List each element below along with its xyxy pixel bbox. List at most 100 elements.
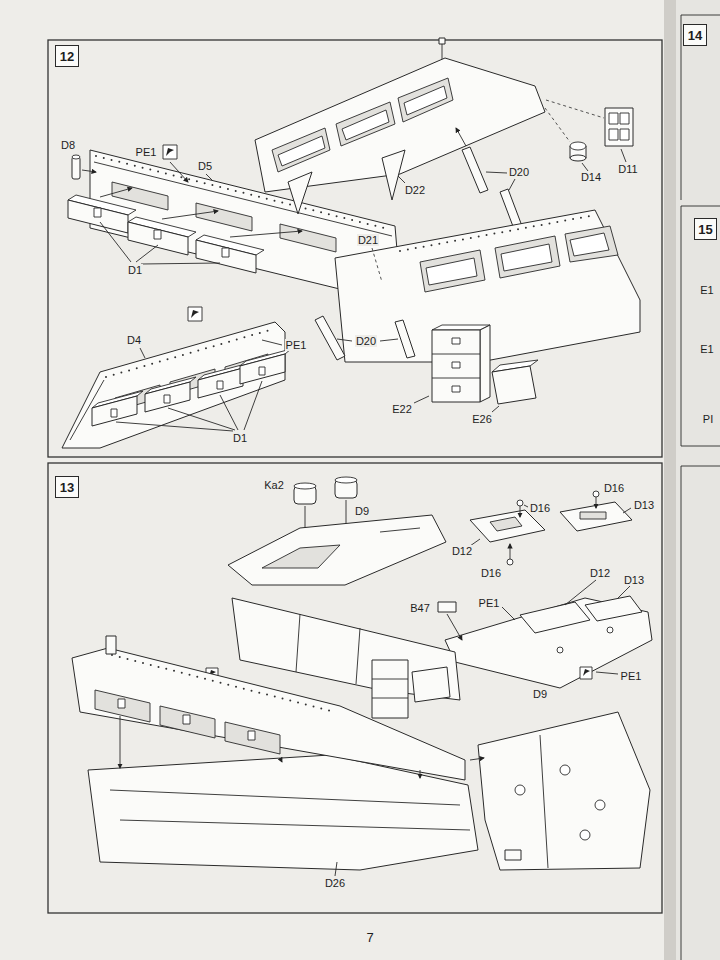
- part-d14-part: [570, 155, 586, 161]
- storage-box-d1-part: [141, 263, 220, 264]
- storage-box-d1-part: [198, 368, 243, 398]
- part-d11-part: [546, 100, 604, 118]
- part-callout: E26: [471, 413, 493, 425]
- rear-plate-part: [540, 735, 548, 868]
- part-callout: D20: [508, 166, 530, 178]
- hatch-plate-d12-part: [524, 505, 528, 507]
- part-d11-part: [620, 129, 629, 140]
- drawer-stack-e22-part: [414, 396, 429, 403]
- part-d14-part: [570, 142, 586, 150]
- storage-box-d1-part: [111, 409, 117, 417]
- storage-box-d1-part: [136, 245, 158, 262]
- step-number: 12: [60, 49, 74, 64]
- hull-side-d22-part: [398, 176, 405, 183]
- photo-etch-icon-part: [262, 340, 282, 345]
- rear-plate-part: [515, 785, 525, 795]
- hull-assembly-part: [95, 690, 150, 722]
- storage-box-d1-part: [94, 208, 101, 217]
- hatch-plate-d13-part: [593, 491, 599, 497]
- support-bar-d20-part: [380, 339, 398, 341]
- part-callout: D12: [451, 545, 473, 557]
- drawer-stack-e22-part: [432, 378, 480, 379]
- part-callout: D12: [589, 567, 611, 579]
- support-bar-d20-part: [337, 339, 352, 341]
- part-callout: PI: [702, 413, 714, 425]
- step-number-box: 14: [683, 24, 707, 46]
- hull-assembly-part: [356, 628, 360, 684]
- storage-box-d1-part: [230, 231, 302, 237]
- step-frame-part: [48, 463, 662, 913]
- hull-assembly-part: [280, 758, 282, 762]
- roof-plate-d9-part: [228, 515, 446, 585]
- hull-assembly-part: [412, 667, 450, 702]
- part-callout: E1: [699, 284, 714, 296]
- roof-assembly-d9-part: [565, 580, 596, 605]
- support-bar-d20: [315, 316, 415, 360]
- roof-assembly-d9-part: [585, 596, 642, 621]
- hatch-plate-d12-part: [470, 510, 545, 542]
- support-bar-d20-part: [486, 172, 507, 173]
- part-callout: PE1: [135, 146, 158, 158]
- roof-assembly-d9-part: [607, 627, 613, 633]
- part-callout: E22: [391, 403, 413, 415]
- drawer-stack-e22-part: [452, 362, 460, 368]
- part-d11-part: [609, 113, 618, 124]
- hull-assembly-part: [120, 716, 121, 768]
- part-callout: B47: [409, 602, 431, 614]
- part-callout: D13: [633, 499, 655, 511]
- part-callout: D4: [126, 334, 142, 346]
- hull-assembly-part: [225, 722, 280, 754]
- step-frame: [48, 40, 662, 913]
- hull-assembly-part: [120, 820, 470, 830]
- rear-plate-part: [470, 758, 484, 760]
- storage-box-d1-part: [154, 230, 161, 239]
- part-d8: [72, 155, 96, 179]
- storage-box-d1-part: [217, 381, 223, 389]
- roof-plate-d9-part: [294, 483, 316, 489]
- support-bar-d20-part: [500, 189, 522, 229]
- part-d11-part: [609, 129, 618, 140]
- hatch-plate-d12-part: [520, 506, 521, 517]
- part-callout: D16: [603, 482, 625, 494]
- drawer-stack-e22-part: [432, 354, 480, 355]
- hatch-plate-d12-part: [490, 517, 522, 531]
- drawer-stack-e22-part: [480, 325, 490, 402]
- storage-box-d1-part: [222, 248, 229, 257]
- hull-side-d21-part: [570, 233, 609, 256]
- part-callout: D8: [60, 139, 76, 151]
- part-d11-part: [620, 113, 629, 124]
- roof-assembly-d9-part: [438, 602, 456, 612]
- box-e26: [492, 360, 538, 412]
- part-callout: D1: [127, 264, 143, 276]
- support-bar-d20-part: [315, 316, 345, 360]
- drawer-stack-e22: [414, 325, 490, 403]
- hull-assembly-part: [72, 648, 465, 780]
- hatch-plate-d13: [560, 491, 632, 531]
- paper-part: [681, 15, 720, 960]
- hull-assembly-part: [372, 679, 408, 680]
- step-number-box: 13: [55, 476, 79, 498]
- hull-assembly-part: [106, 636, 116, 654]
- storage-box-d1-part: [240, 354, 285, 384]
- rear-plate-part: [595, 800, 605, 810]
- storage-box-d1: [92, 349, 291, 431]
- part-d8-part: [72, 155, 80, 159]
- rear-plate: [470, 712, 650, 870]
- box-e26-part: [492, 406, 499, 412]
- part-d14: [545, 108, 588, 171]
- hull-assembly-part: [110, 790, 460, 805]
- storage-box-d1-part: [168, 408, 235, 430]
- part-callout: D9: [354, 505, 370, 517]
- roof-assembly-d9: [438, 580, 652, 688]
- drawer-stack-e22-part: [432, 330, 480, 402]
- part-d11-part: [621, 149, 626, 162]
- storage-box-d1-part: [259, 367, 265, 375]
- photo-etch-icon-part: [191, 310, 199, 318]
- part-d11: [546, 100, 633, 162]
- roof-assembly-d9-part: [596, 672, 618, 674]
- hull-side-d21-part: [495, 236, 560, 278]
- rear-plate-part: [505, 850, 521, 860]
- rear-plate-part: [580, 830, 590, 840]
